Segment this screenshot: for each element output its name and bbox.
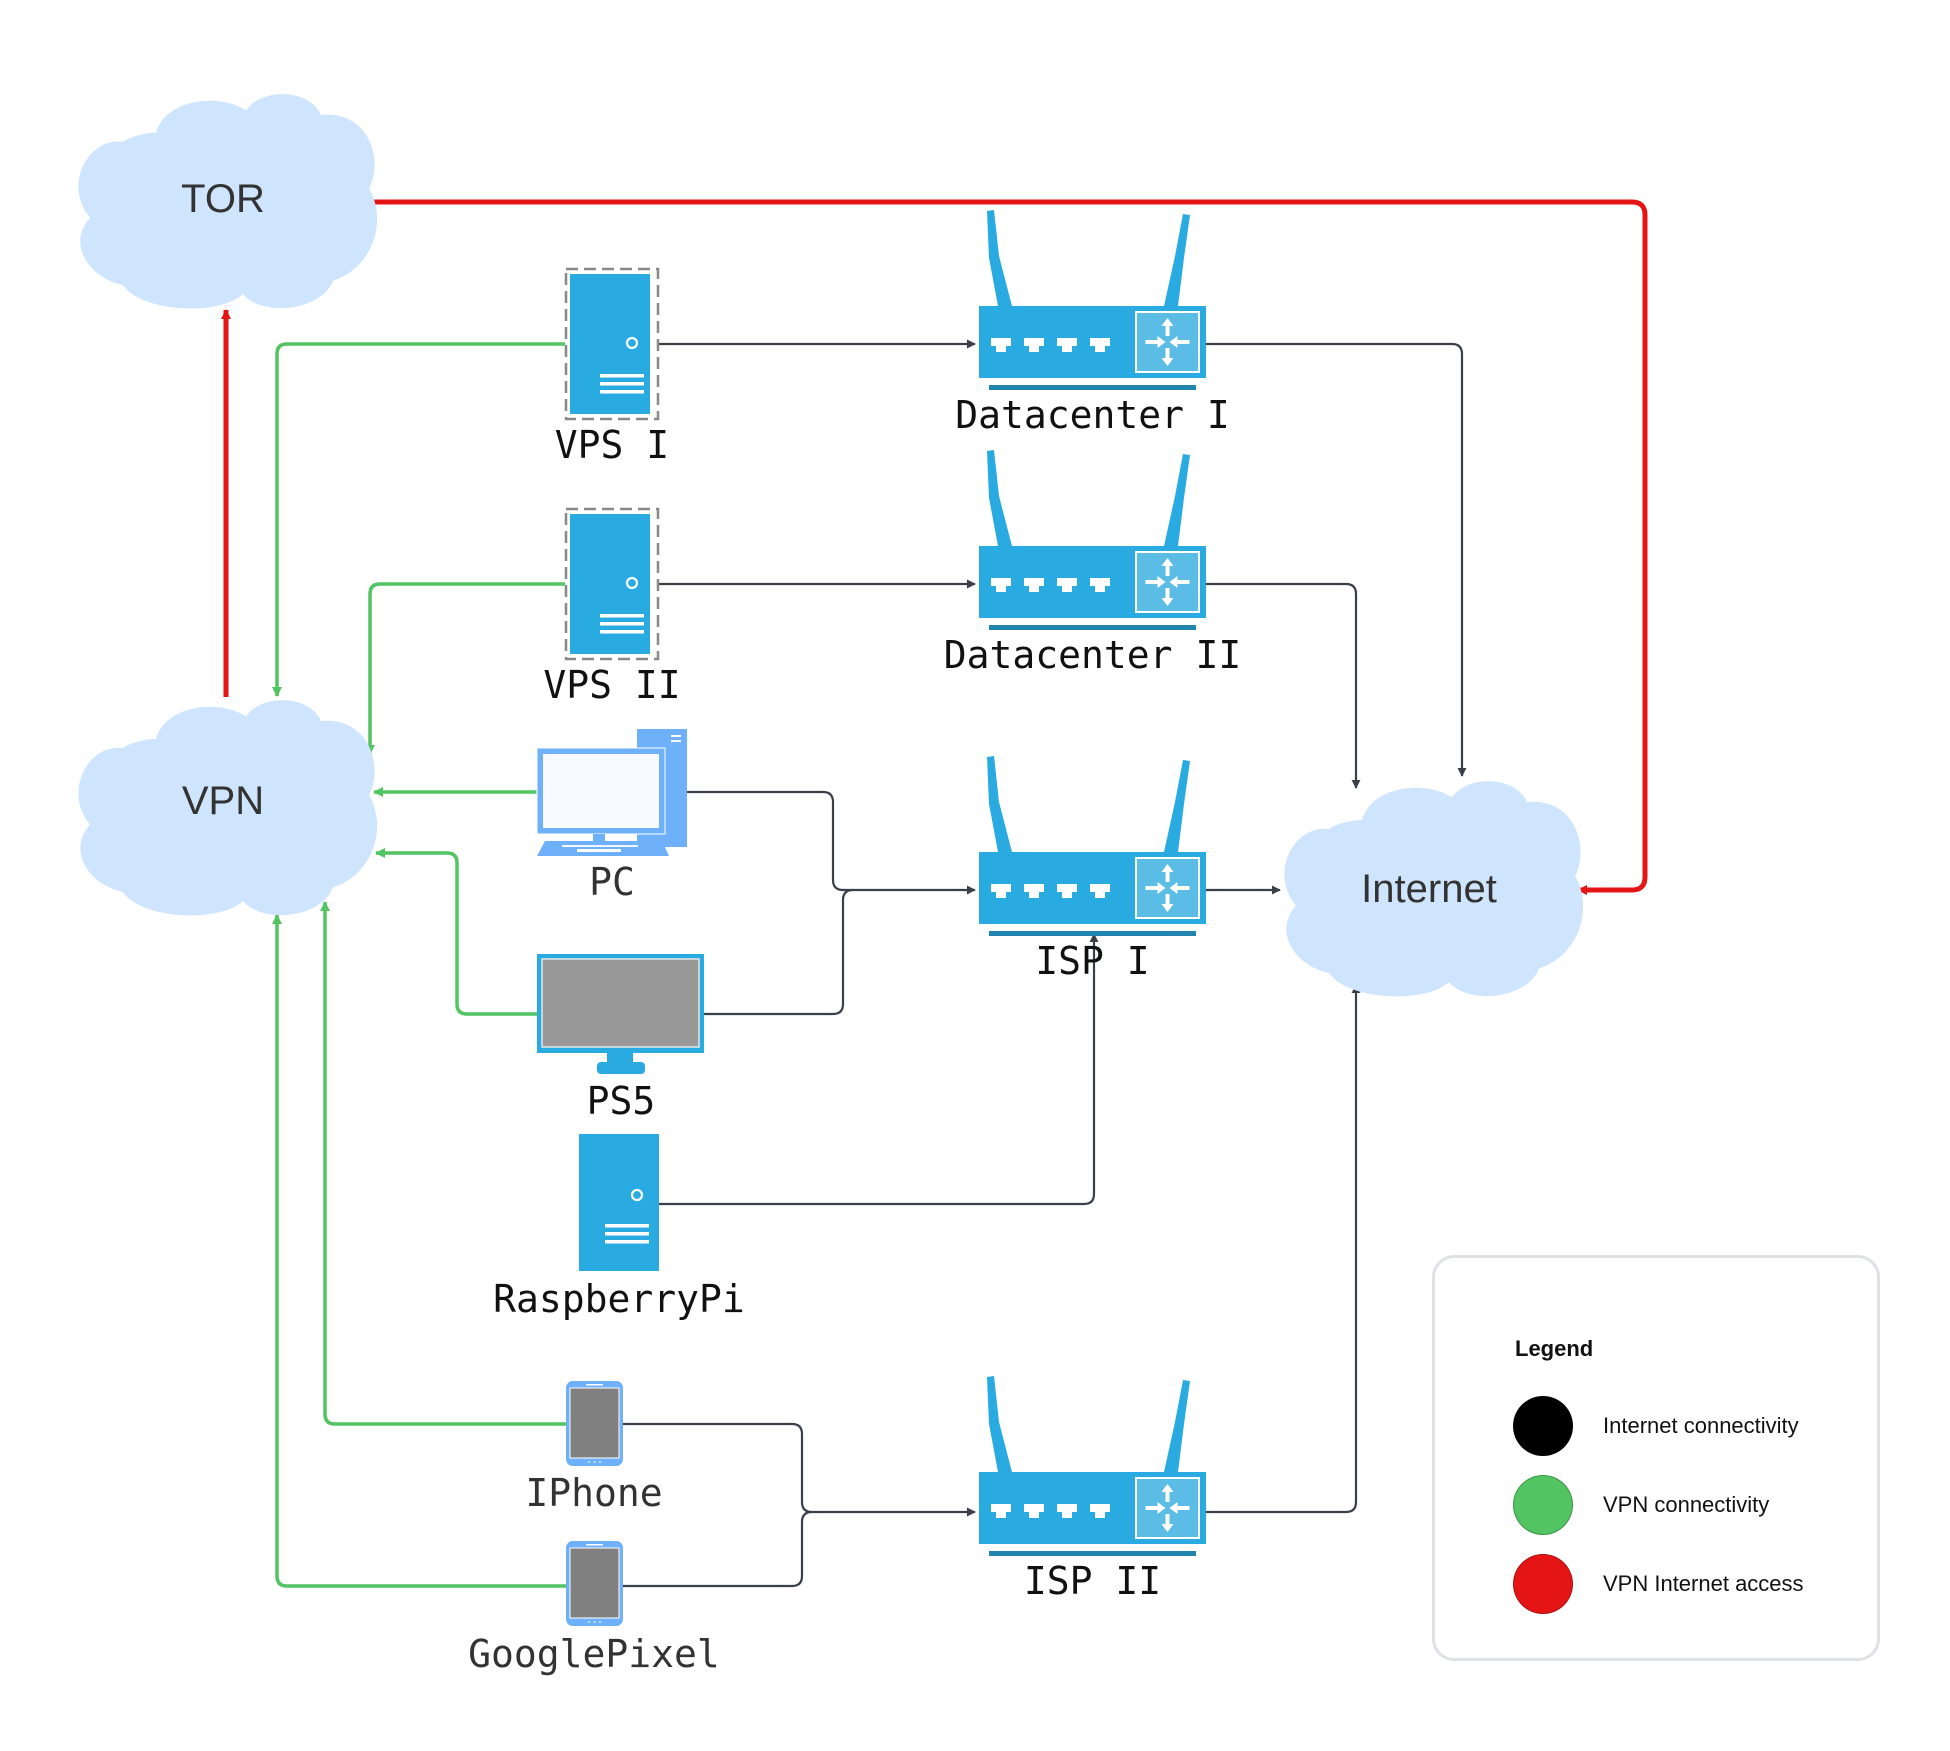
internet-cloud: Internet xyxy=(1284,781,1584,997)
raspberrypi-node[interactable]: RaspberryPi xyxy=(493,1134,745,1321)
internet-label: Internet xyxy=(1361,867,1497,911)
edge-googlepixel-isp2 xyxy=(623,1510,813,1588)
isp1-label: ISP I xyxy=(1035,939,1149,983)
edge-dc2-internet xyxy=(1206,582,1361,789)
ethernet-port-icon xyxy=(991,1504,1011,1518)
wireless-router-icon xyxy=(979,210,1206,390)
wireless-router-icon xyxy=(979,756,1206,936)
vps1-node[interactable]: VPS I xyxy=(555,267,669,467)
antenna-right xyxy=(1164,760,1190,852)
server-icon xyxy=(579,1134,659,1271)
server-icon xyxy=(570,274,650,414)
antenna-left xyxy=(987,756,1012,852)
internet-connections xyxy=(623,339,1467,1588)
legend-label: VPN connectivity xyxy=(1603,1492,1770,1517)
ethernet-port-icon xyxy=(1024,884,1044,898)
legend-label: VPN Internet access xyxy=(1603,1571,1804,1596)
ethernet-port-icon xyxy=(1057,578,1077,592)
antenna-right xyxy=(1164,1380,1190,1472)
googlepixel-label: GooglePixel xyxy=(468,1632,720,1676)
antenna-right xyxy=(1164,214,1190,306)
legend-swatch-red xyxy=(1513,1554,1573,1614)
smartphone-icon xyxy=(566,1381,623,1466)
router-base xyxy=(989,625,1196,630)
ethernet-port-icon xyxy=(991,884,1011,898)
pc-label: PC xyxy=(589,860,635,904)
edge-dc1-internet xyxy=(1206,342,1467,777)
googlepixel-node[interactable]: GooglePixel xyxy=(468,1541,720,1676)
router-base xyxy=(989,1551,1196,1556)
edge-isp2-internet xyxy=(1206,984,1361,1514)
legend-item-internet-connectivity: Internet connectivity xyxy=(1513,1396,1853,1456)
ethernet-port-icon xyxy=(1057,884,1077,898)
desktop-computer-icon xyxy=(536,729,687,856)
edge-tor-internet xyxy=(367,199,1648,895)
antenna-left xyxy=(987,210,1012,306)
router-base xyxy=(989,931,1196,936)
vps1-label: VPS I xyxy=(555,423,669,467)
isp2-label: ISP II xyxy=(1024,1559,1161,1603)
ps5-label: PS5 xyxy=(587,1079,656,1123)
pc-node[interactable]: PC xyxy=(536,729,687,904)
ethernet-port-icon xyxy=(1090,884,1110,898)
antenna-left xyxy=(987,1376,1012,1472)
ethernet-port-icon xyxy=(1057,1504,1077,1518)
ps5-node[interactable]: PS5 xyxy=(537,954,704,1123)
ethernet-port-icon xyxy=(991,578,1011,592)
antenna-left xyxy=(987,450,1012,546)
ethernet-port-icon xyxy=(1024,338,1044,352)
edge-raspberrypi-isp1 xyxy=(659,933,1099,1206)
ethernet-port-icon xyxy=(1024,1504,1044,1518)
antenna-right xyxy=(1164,454,1190,546)
ethernet-port-icon xyxy=(1057,338,1077,352)
smartphone-icon xyxy=(566,1541,623,1626)
legend-item-vpn-connectivity: VPN connectivity xyxy=(1513,1475,1853,1535)
dc2-node[interactable]: Datacenter II xyxy=(944,450,1241,677)
ethernet-port-icon xyxy=(1090,338,1110,352)
tor-label: TOR xyxy=(181,177,265,221)
legend-label: Internet connectivity xyxy=(1603,1413,1799,1438)
edge-iphone-vpn xyxy=(320,901,566,1426)
dc2-label: Datacenter II xyxy=(944,633,1241,677)
wireless-router-icon xyxy=(979,450,1206,630)
isp2-node[interactable]: ISP II xyxy=(979,1376,1206,1603)
edge-pc-isp1 xyxy=(687,790,976,895)
selection-frame xyxy=(564,267,660,421)
iphone-node[interactable]: IPhone xyxy=(525,1381,663,1515)
router-base xyxy=(989,385,1196,390)
legend-swatch-black xyxy=(1513,1396,1573,1456)
ethernet-port-icon xyxy=(1090,578,1110,592)
server-icon xyxy=(570,514,650,654)
vps2-label: VPS II xyxy=(543,663,680,707)
edge-iphone-isp2 xyxy=(623,1422,976,1517)
vpn-cloud: VPN xyxy=(78,700,378,916)
vpn-internet-access-connections xyxy=(221,199,1648,895)
dc1-node[interactable]: Datacenter I xyxy=(955,210,1230,437)
ethernet-port-icon xyxy=(1024,578,1044,592)
edge-googlepixel-vpn xyxy=(272,914,566,1588)
legend-swatch-green xyxy=(1513,1475,1573,1535)
legend-item-vpn-internet-access: VPN Internet access xyxy=(1513,1554,1853,1614)
selection-frame xyxy=(564,507,660,661)
legend-title: Legend xyxy=(1515,1336,1594,1361)
edge-ps5-isp1 xyxy=(704,888,854,1016)
tor-cloud: TOR xyxy=(78,94,378,309)
raspberrypi-label: RaspberryPi xyxy=(493,1277,745,1321)
dc1-label: Datacenter I xyxy=(955,393,1230,437)
edge-vps1-vpn xyxy=(272,342,565,697)
edge-ps5-vpn xyxy=(375,848,537,1016)
vpn-connections xyxy=(272,342,566,1588)
ethernet-port-icon xyxy=(991,338,1011,352)
isp1-node[interactable]: ISP I xyxy=(979,756,1206,983)
vpn-label: VPN xyxy=(182,779,264,823)
monitor-icon xyxy=(537,954,704,1074)
iphone-label: IPhone xyxy=(525,1471,662,1515)
legend: Legend Internet connectivity VPN connect… xyxy=(1432,1255,1880,1661)
wireless-router-icon xyxy=(979,1376,1206,1556)
vps2-node[interactable]: VPS II xyxy=(543,507,681,707)
ethernet-port-icon xyxy=(1090,1504,1110,1518)
edge-vps2-vpn xyxy=(365,582,565,755)
